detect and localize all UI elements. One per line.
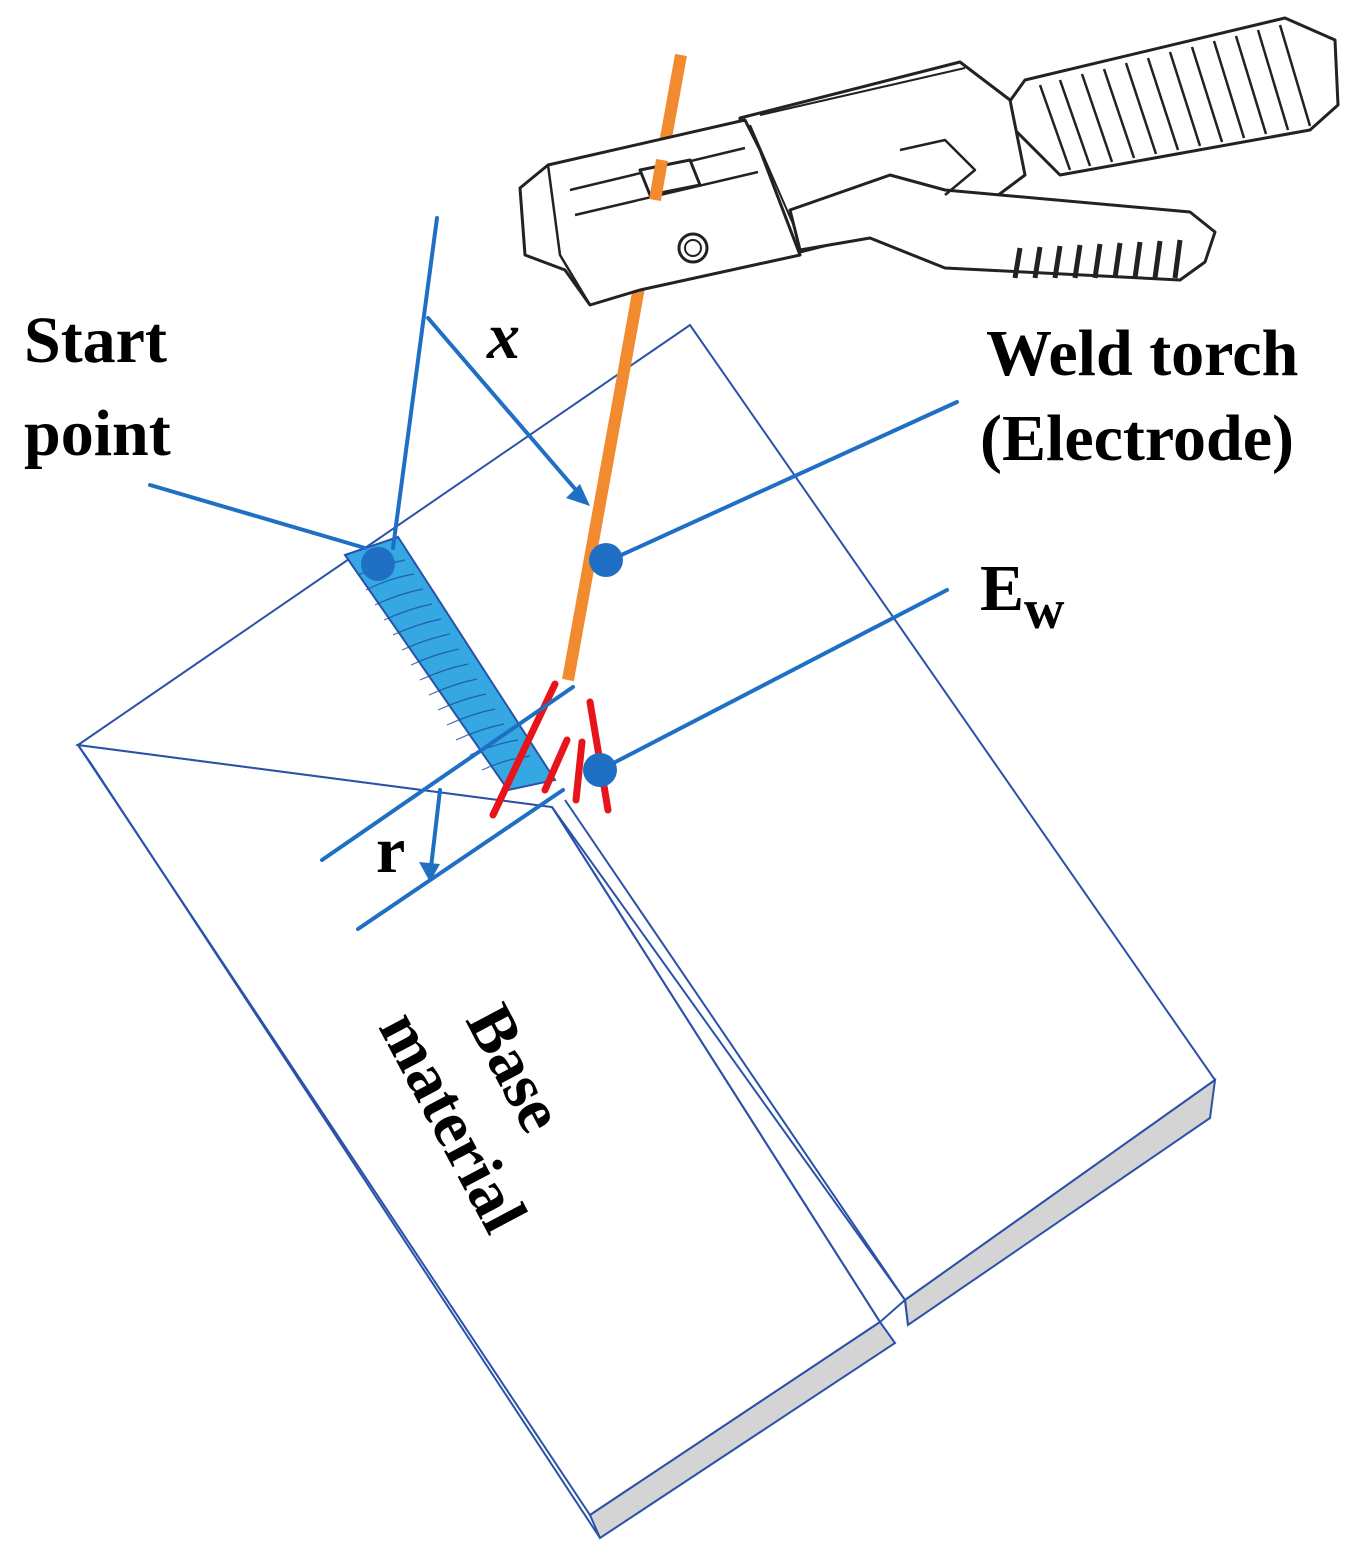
start-point-marker [361,547,395,581]
electrode-point-marker [589,543,623,577]
start-point-label-line2: point [24,397,171,470]
start-point-label-line1: Start [24,304,167,377]
ew-label-subscript: w [1024,579,1065,641]
annotation-lines [148,216,959,931]
r-arrowhead [419,862,440,882]
ew-label: Ew [980,552,1065,641]
weld-bead [343,535,557,792]
weld-torch-label-line2: (Electrode) [980,402,1294,475]
base-material-plate [75,323,1217,1540]
electrode-holder-icon [518,16,1340,307]
r-label: r [376,814,405,887]
x-label: x [486,300,520,373]
ew-label-main: E [980,552,1024,625]
weld-torch-label-line1: Weld torch [986,317,1298,390]
ew-point-marker [583,753,617,787]
x-arrowhead [566,484,590,506]
electrode-rod-in-holder [649,158,668,202]
